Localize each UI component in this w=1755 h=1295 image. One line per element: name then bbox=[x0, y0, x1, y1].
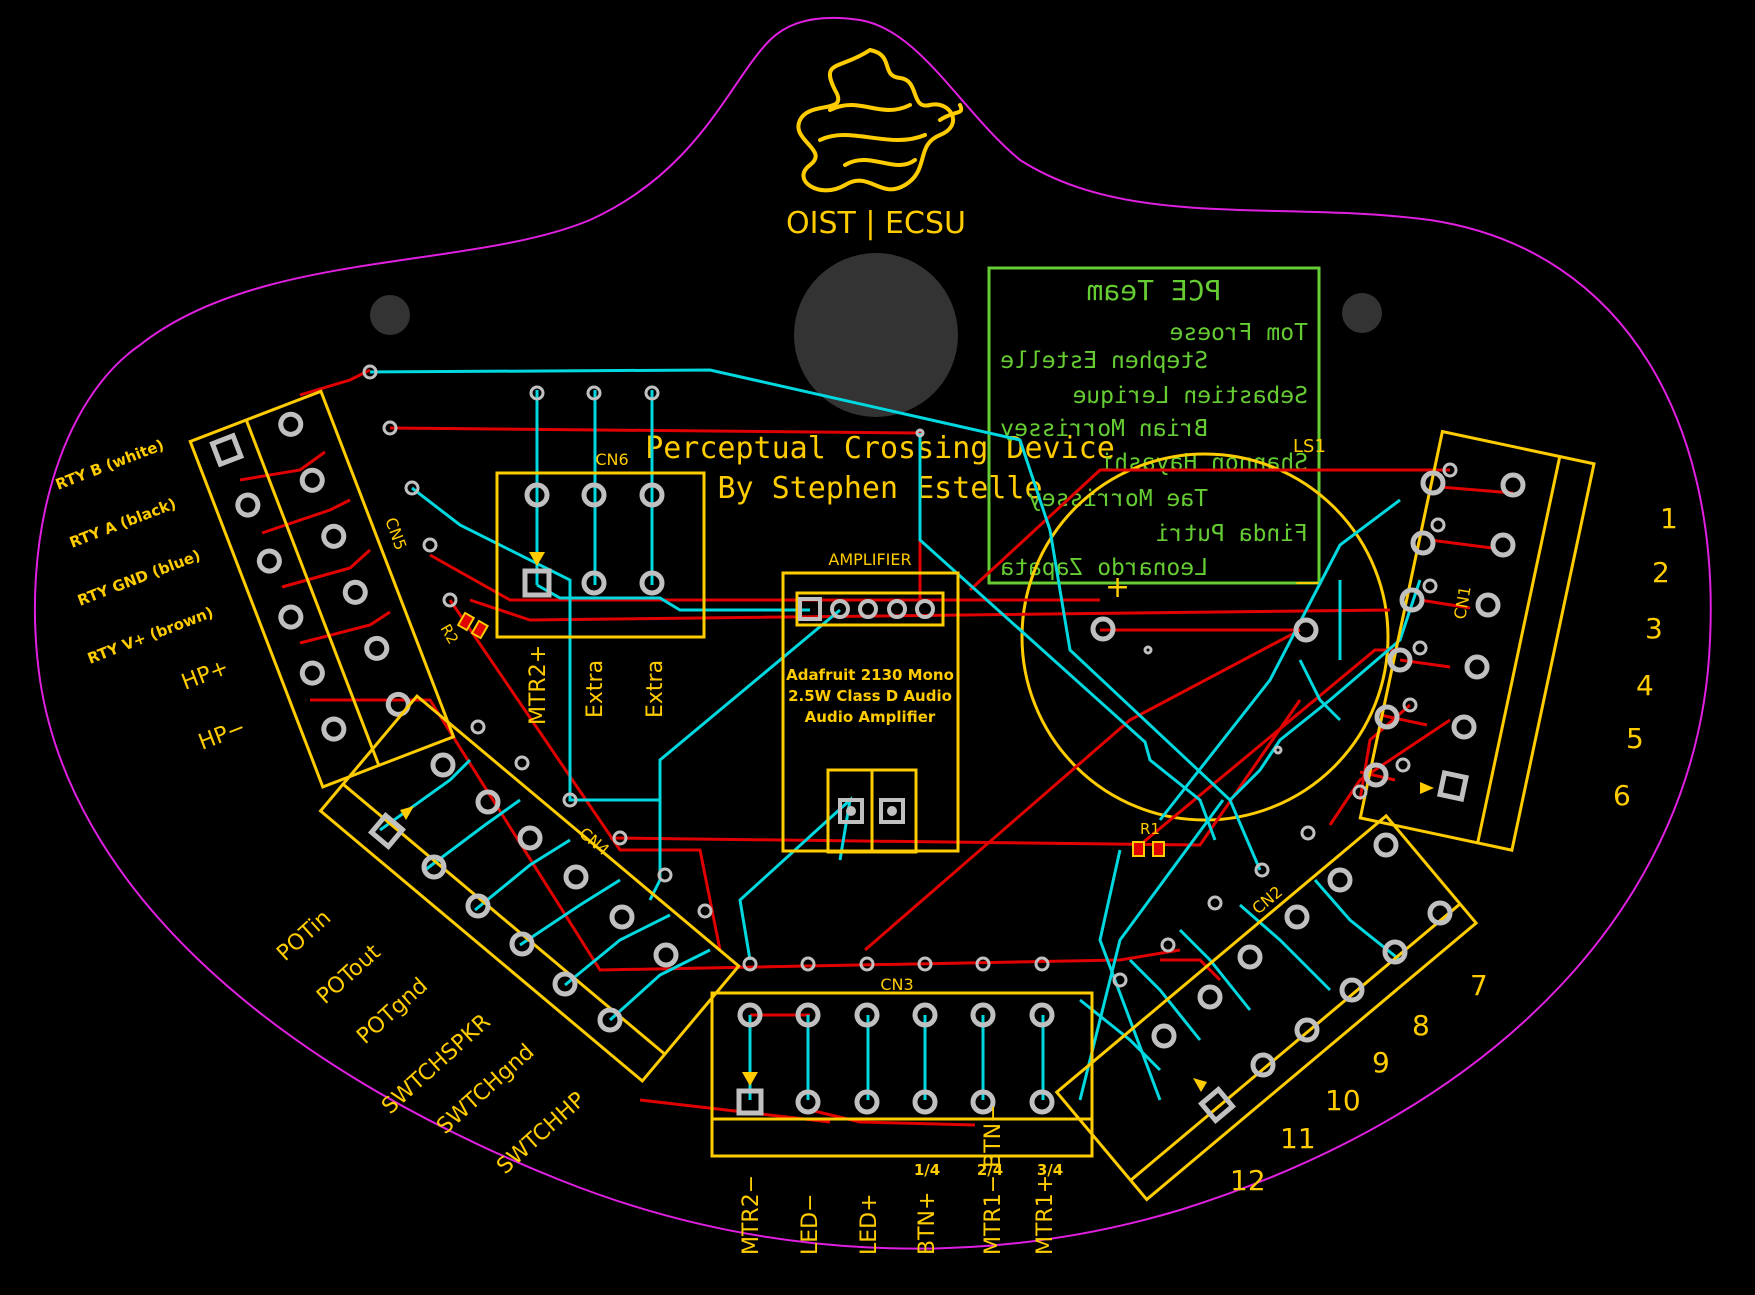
cn2-number: 9 bbox=[1372, 1046, 1390, 1079]
cn4-label-potout: POTout bbox=[312, 940, 386, 1010]
cn1-number: 5 bbox=[1626, 722, 1644, 755]
team-member: Tom Froese bbox=[1170, 320, 1308, 346]
resistor-r1: R1 bbox=[1132, 820, 1165, 857]
cn3-label-mtr1plus: MTR1+ bbox=[1033, 1175, 1058, 1255]
org-label: OIST | ECSU bbox=[786, 206, 966, 241]
cn2-number: 10 bbox=[1325, 1084, 1361, 1117]
cn6-label-mtr2plus: MTR2+ bbox=[526, 645, 551, 725]
cn5-label-rty-b: RTY B (white) bbox=[53, 436, 166, 494]
team-member: Sebastien Lerique bbox=[1073, 383, 1308, 409]
cn4-label-swtchhp: SWTCHHP bbox=[492, 1088, 590, 1180]
cn2-number: 12 bbox=[1230, 1164, 1266, 1197]
resistor-r2 bbox=[456, 611, 489, 640]
amplifier-desc3: Audio Amplifier bbox=[805, 708, 936, 726]
title-line1: Perceptual Crossing Device bbox=[645, 431, 1115, 466]
board-outline bbox=[33, 16, 1712, 1250]
speaker-plus: + bbox=[1105, 570, 1130, 605]
cn1-number: 2 bbox=[1652, 556, 1670, 589]
speaker-ref: LS1 bbox=[1293, 436, 1326, 457]
cn1-ref: CN1 bbox=[1450, 585, 1474, 621]
mounting-hole-left bbox=[370, 295, 410, 335]
amplifier-desc2: 2.5W Class D Audio bbox=[788, 687, 952, 705]
connector-cn5 bbox=[188, 389, 456, 789]
cn1-number: 1 bbox=[1660, 502, 1678, 535]
cn5-label-hp-plus: HP+ bbox=[178, 655, 232, 696]
cn1-number: 6 bbox=[1613, 779, 1631, 812]
team-box: PCE Team Tom Froese Stephen Estelle Seba… bbox=[987, 266, 1321, 585]
amplifier-ref: AMPLIFIER bbox=[828, 550, 911, 569]
cn3-ref: CN3 bbox=[880, 975, 913, 994]
cn1-number: 4 bbox=[1636, 669, 1654, 702]
mounting-hole-center bbox=[794, 253, 958, 417]
cn5-ref: CN5 bbox=[381, 515, 410, 553]
cn2-number: 8 bbox=[1412, 1009, 1430, 1042]
cn3-top-label: 1/4 bbox=[914, 1161, 940, 1179]
back-traces bbox=[369, 368, 1422, 1101]
cn6-label-extra1: Extra bbox=[583, 660, 608, 718]
cn3-top-label: 2/4 bbox=[977, 1161, 1003, 1179]
cn1-number: 3 bbox=[1645, 612, 1663, 645]
connector-cn6: CN6 MTR2+ Extra Extra bbox=[495, 385, 706, 725]
team-member: Finda Putri bbox=[1156, 521, 1308, 547]
title-line2: By Stephen Estelle bbox=[717, 471, 1042, 506]
cn3-label-led-minus: LED− bbox=[798, 1193, 823, 1255]
cn5-label-hp-minus: HP− bbox=[195, 715, 249, 756]
cn5-label-rty-vplus: RTY V+ (brown) bbox=[85, 603, 216, 668]
team-member: Stephen Estelle bbox=[1000, 348, 1208, 374]
via-holes bbox=[362, 364, 1458, 988]
cn2-ref: CN2 bbox=[1248, 882, 1286, 918]
cn4-label-potgnd: POTgnd bbox=[352, 973, 433, 1049]
cn3-top-label: 3/4 bbox=[1037, 1161, 1063, 1179]
cn3-label-mtr2minus: MTR2− bbox=[739, 1175, 764, 1255]
cn3-label-led-plus: LED+ bbox=[857, 1193, 882, 1255]
cn5-label-rty-a: RTY A (black) bbox=[67, 495, 179, 552]
cn3-label-btn-plus: BTN+ bbox=[915, 1192, 940, 1255]
amplifier-module: AMPLIFIER Adafruit 2130 Mono 2.5W Class … bbox=[781, 550, 960, 854]
mounting-hole-right bbox=[1342, 293, 1382, 333]
team-member: Tae Morrissey bbox=[1028, 486, 1208, 512]
cn4-pads bbox=[367, 752, 679, 1033]
speaker-minus: — bbox=[1295, 567, 1321, 597]
speaker-pads bbox=[1090, 616, 1319, 643]
amplifier-desc1: Adafruit 2130 Mono bbox=[786, 666, 954, 684]
team-member: Brian Morrissey bbox=[1000, 416, 1208, 442]
logo-icon bbox=[796, 47, 964, 193]
connector-cn1 bbox=[1358, 429, 1596, 852]
cn2-pads bbox=[1151, 832, 1453, 1125]
cn2-number: 11 bbox=[1280, 1122, 1316, 1155]
team-heading: PCE Team bbox=[1087, 274, 1222, 307]
cn1-pads bbox=[1363, 470, 1526, 803]
cn5-label-rty-gnd: RTY GND (blue) bbox=[75, 546, 203, 609]
cn6-ref: CN6 bbox=[595, 450, 628, 469]
speaker-ls1: LS1 + — bbox=[1020, 436, 1390, 822]
cn6-label-extra2: Extra bbox=[643, 660, 668, 718]
cn3-label-mtr1minus-btn-minus: MTR1− BTN− bbox=[981, 1104, 1006, 1255]
r1-ref: R1 bbox=[1140, 820, 1160, 838]
cn2-number: 7 bbox=[1470, 969, 1488, 1002]
connector-cn3: CN3 1/4 2/4 3/4 MTR2− LED− LED+ BTN+ MTR… bbox=[710, 956, 1094, 1255]
cn4-label-potin: POTin bbox=[272, 905, 336, 966]
